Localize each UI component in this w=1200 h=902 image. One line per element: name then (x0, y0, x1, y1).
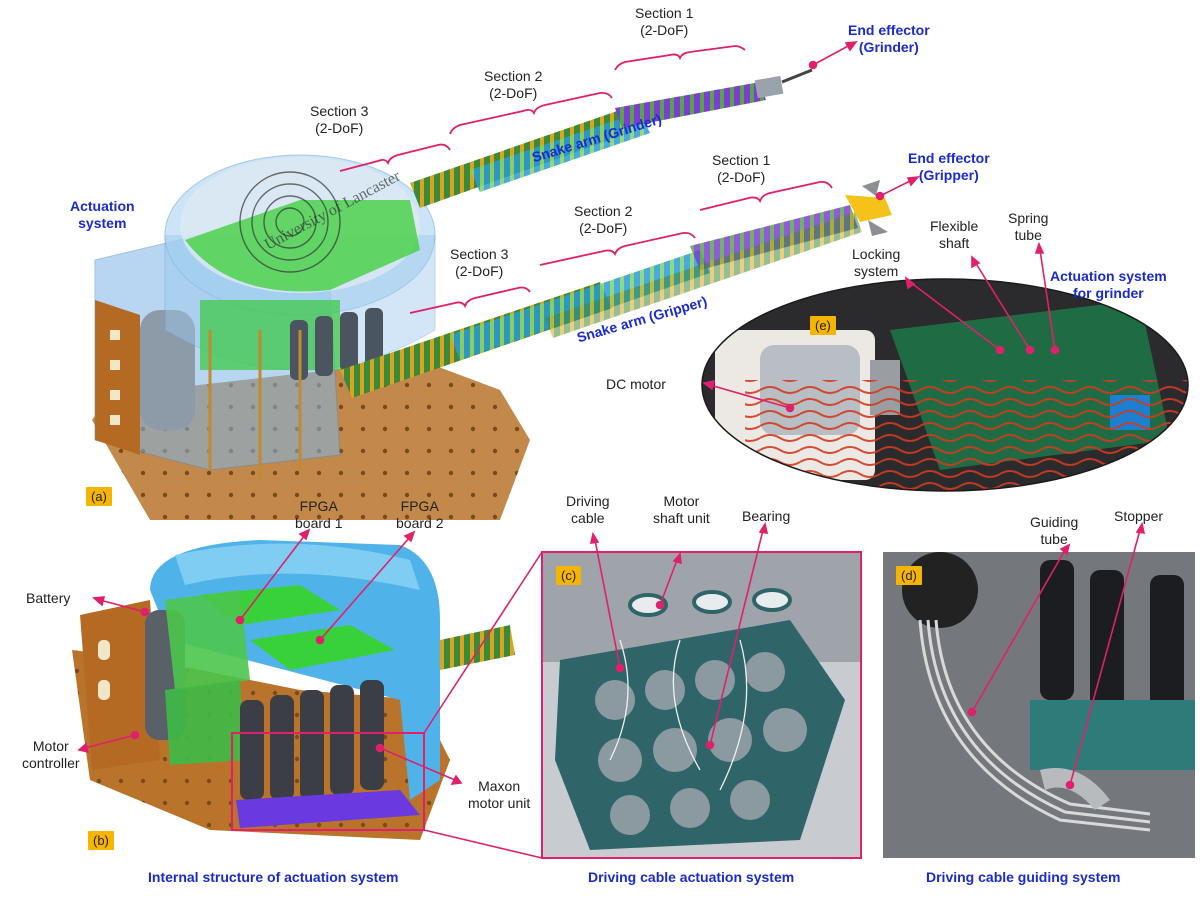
panel-a-tag: (a) (86, 487, 112, 506)
snake-arm-grinder-drawing (410, 68, 813, 208)
caption-driving-cable-actuation: Driving cable actuation system (588, 869, 795, 885)
label-stopper: Stopper (1114, 508, 1164, 524)
internal-structure-drawing (72, 540, 515, 840)
cable-guiding-photo (883, 552, 1195, 858)
cable-actuation-photo (542, 552, 861, 858)
section-braces (339, 45, 833, 314)
panel-e-tag: (e) (810, 316, 836, 335)
grinder-actuation-photo (702, 279, 1188, 491)
label-gripper-section2: Section 2(2-DoF) (574, 203, 633, 236)
label-battery: Battery (26, 590, 71, 606)
panel-d-tag: (d) (896, 566, 922, 585)
label-end-effector-grinder: End effector(Grinder) (848, 22, 930, 55)
label-end-effector-gripper: End effector(Gripper) (908, 150, 990, 183)
label-grinder-section2: Section 2(2-DoF) (484, 68, 543, 101)
label-grinder-section3: Section 3(2-DoF) (310, 103, 369, 136)
label-gripper-section3: Section 3(2-DoF) (450, 246, 509, 279)
label-gripper-section1: Section 1(2-DoF) (712, 152, 771, 185)
panel-c-frame (541, 551, 862, 859)
pointer-arrows (77, 41, 1146, 790)
label-bearing: Bearing (742, 508, 791, 524)
label-grinder-section1: Section 1(2-DoF) (635, 5, 694, 38)
panel-b-tag: (b) (88, 831, 114, 850)
detail-highlight-box (231, 551, 543, 859)
panel-e-frame (701, 278, 1189, 492)
label-dc-motor: DC motor (606, 376, 666, 392)
caption-driving-cable-guiding: Driving cable guiding system (926, 869, 1121, 885)
caption-internal-structure: Internal structure of actuation system (148, 869, 399, 885)
actuation-system-drawing: University of Lancaster (92, 154, 530, 520)
panel-c-tag: (c) (556, 566, 582, 585)
snake-arm-gripper-drawing (340, 180, 892, 398)
